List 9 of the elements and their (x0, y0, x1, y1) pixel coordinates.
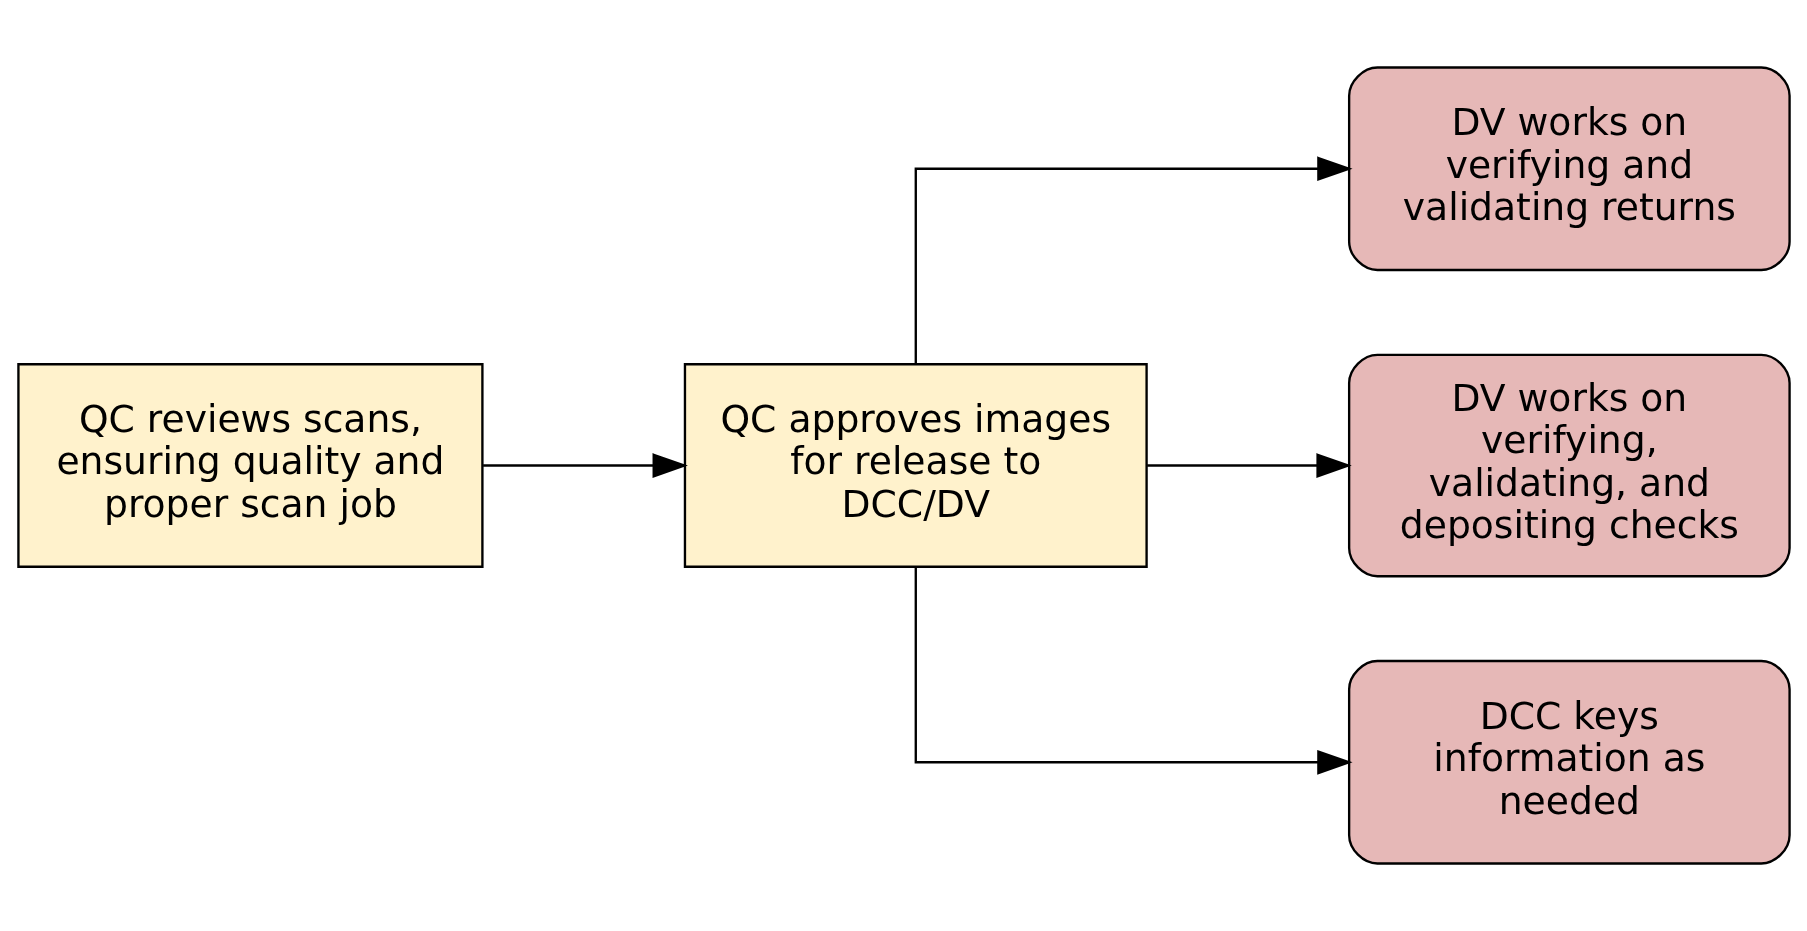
arrow (482, 453, 688, 478)
node-box: QC approves images for release to DCC/DV (683, 363, 1148, 568)
node-box: DCC keys information as needed (1347, 659, 1791, 865)
arrow (1146, 453, 1352, 478)
arrow (914, 156, 1353, 365)
arrow (914, 566, 1353, 775)
node-box: DV works on verifying, validating, and depositing checks (1347, 353, 1791, 578)
node-box: DV works on verifying and validating returns (1347, 66, 1791, 272)
node-box: QC reviews scans, ensuring quality and proper scan job (16, 363, 484, 568)
